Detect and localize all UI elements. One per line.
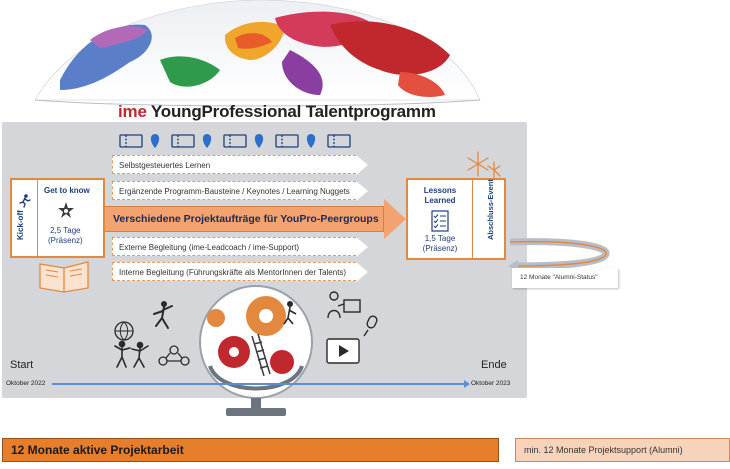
abschluss-label: Abschluss-Event (486, 179, 495, 240)
step-program-modules: Ergänzende Programm-Bausteine / Keynotes… (112, 181, 368, 201)
ticket-icon (223, 134, 247, 148)
location-pin-icon (202, 134, 212, 148)
lessons-title-line1: Lessons (423, 186, 457, 195)
brand-name: ime (118, 102, 147, 121)
step-self-learning: Selbstgesteuertes Lernen (112, 155, 368, 175)
lessons-title-line2: Learned (424, 196, 456, 205)
fireworks-icon (467, 151, 501, 181)
alumni-status-label: 12 Monate "Alumni-Status" (512, 268, 618, 288)
gears-globe-icon (199, 285, 313, 416)
timeline-start-label: Start (10, 359, 34, 371)
microphone-icon (363, 315, 378, 337)
ticket-icon (171, 134, 195, 148)
lessons-box: Lessons Learned 1,5 Tage (Präsenz) Absch… (406, 178, 506, 260)
ticket-row (119, 134, 351, 148)
kickoff-duration: 2,5 Tage (Präsenz) (48, 226, 83, 246)
climbing-person-icon (153, 301, 173, 329)
timeline-arrow-head (464, 380, 470, 388)
ticket-icon (275, 134, 299, 148)
presenter-icon (327, 291, 361, 319)
lessons-title: Lessons Learned (414, 186, 466, 206)
kickoff-box: Kick-off Get to know 2,5 Tage (Präsenz) (10, 178, 105, 258)
globe-map-icon (34, 0, 481, 107)
kickoff-side-panel: Kick-off (12, 180, 38, 256)
people-network-icon (158, 345, 190, 366)
location-pin-icon (254, 134, 264, 148)
active-project-phase-bar: 12 Monate aktive Projektarbeit (2, 438, 499, 462)
network-icon (114, 321, 134, 341)
program-title: ime YoungProfessional Talentprogramm (118, 102, 436, 122)
running-person-icon (19, 194, 31, 208)
location-pin-icon (306, 134, 316, 148)
title-text: YoungProfessional Talentprogramm (150, 102, 436, 121)
ticket-icon (327, 134, 351, 148)
project-arrow-head (384, 199, 406, 239)
lessons-duration: 1,5 Tage (Präsenz) (414, 234, 466, 254)
kickoff-label: Kick-off (16, 210, 25, 240)
ticket-icon (119, 134, 143, 148)
timeline-line (52, 383, 466, 385)
book-icon (39, 261, 89, 293)
timeline-end-date: Oktober 2023 (471, 380, 511, 387)
lessons-days: 1,5 Tage (424, 234, 456, 243)
kickoff-mode: (Präsenz) (48, 236, 83, 245)
step-internal-mentoring: Interne Begleitung (Führungskräfte als M… (112, 262, 368, 282)
lessons-divider (472, 180, 473, 258)
kickoff-days: 2,5 Tage (50, 226, 81, 235)
location-pin-icon (150, 134, 160, 148)
play-button-icon (326, 338, 360, 364)
team-people-icon (114, 340, 149, 368)
step-project-assignments: Verschiedene Projektaufträge für YouPro-… (104, 206, 384, 232)
lessons-mode: (Präsenz) (422, 244, 458, 253)
alumni-support-phase-bar: min. 12 Monate Projektsupport (Alumni) (515, 438, 730, 462)
checklist-icon (431, 210, 449, 232)
timeline-start-date: Oktober 2022 (6, 380, 46, 387)
get-to-know-title: Get to know (44, 186, 90, 195)
step-external-coaching: Externe Begleitung (ime-Leadcoach / ime-… (112, 237, 368, 257)
team-star-icon (58, 202, 74, 218)
timeline-end-label: Ende (481, 359, 507, 371)
